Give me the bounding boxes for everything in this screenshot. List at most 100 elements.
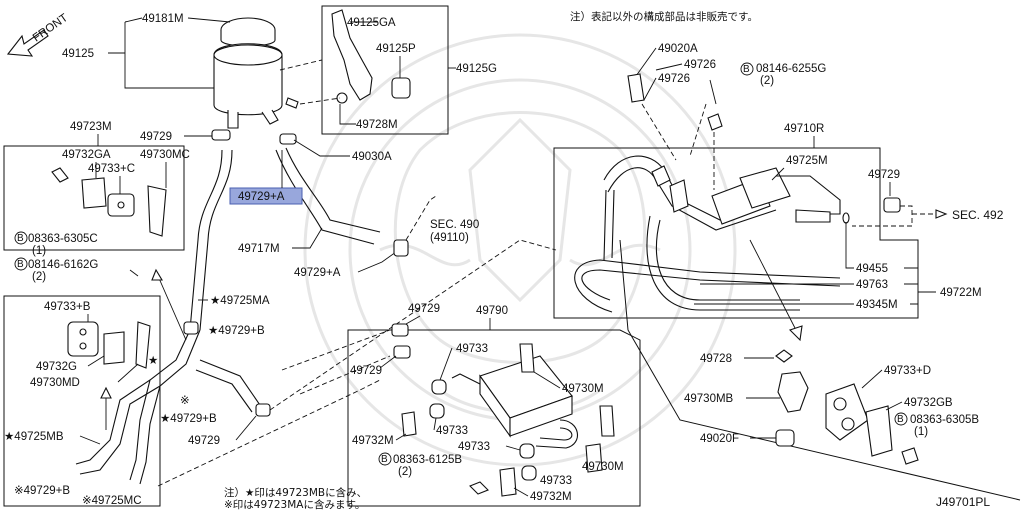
pipe-assembly-box xyxy=(553,147,919,319)
label-sec-490: SEC. 490 xyxy=(430,219,479,231)
label-49723M: 49723M xyxy=(70,121,112,133)
svg-text:B: B xyxy=(17,259,24,270)
bolt-icon xyxy=(285,97,299,109)
hose-clamp-icon xyxy=(211,129,231,141)
label-49125: 49125 xyxy=(62,48,94,60)
o-ring-icon xyxy=(842,212,850,224)
label-49020F: 49020F xyxy=(700,433,739,445)
label-sec-492: SEC. 492 xyxy=(952,208,1004,222)
label-49790: 49790 xyxy=(476,305,508,317)
svg-text:B: B xyxy=(381,454,388,465)
label-49730MC: 49730MC xyxy=(140,149,190,161)
oil-cooler-box xyxy=(347,329,641,507)
hose-clamp-icon xyxy=(279,133,297,145)
label-08363-6125B: 08363-6125B xyxy=(393,454,462,466)
return-hose xyxy=(189,149,223,331)
suction-hose xyxy=(285,147,381,233)
damper-bracket xyxy=(777,371,893,457)
grommet-icon xyxy=(519,443,535,459)
label-49729-right: 49729 xyxy=(868,169,900,181)
hose-clamp-icon xyxy=(255,403,271,417)
label-49732GB: 49732GB xyxy=(904,397,953,409)
label-49733-c1: 49733 xyxy=(456,343,488,355)
label-49733-c3: 49733 xyxy=(458,441,490,453)
svg-text:B: B xyxy=(897,414,904,425)
hose-clamp-icon xyxy=(393,239,409,257)
highlight-49729A[interactable] xyxy=(229,187,303,205)
svg-text:(1): (1) xyxy=(914,426,928,438)
label-49717M: 49717M xyxy=(238,243,280,255)
power-steering-pipes xyxy=(574,155,841,313)
label-49730MD: 49730MD xyxy=(30,377,80,389)
cooler-bracket xyxy=(401,411,417,437)
label-49730M-c2: 49730M xyxy=(582,461,624,473)
cooler-bracket xyxy=(519,343,535,373)
arrow-up-icon xyxy=(100,386,112,399)
hose-clamp-icon xyxy=(393,345,411,359)
mark-star: ★ xyxy=(148,355,158,367)
reservoir-tank xyxy=(213,17,283,129)
svg-text:B: B xyxy=(743,64,750,75)
svg-text:(49110): (49110) xyxy=(430,232,469,244)
label-49733C: 49733+C xyxy=(88,163,135,175)
svg-text:(1): (1) xyxy=(32,245,46,257)
label-08146-6255G: 08146-6255G xyxy=(756,63,826,75)
label-49725MC: ※49725MC xyxy=(82,495,142,507)
label-49725MA: ★49725MA xyxy=(210,295,270,307)
label-49725M: 49725M xyxy=(786,155,828,167)
label-08363-6305B: 08363-6305B xyxy=(910,414,979,426)
label-49732GA: 49732GA xyxy=(62,149,111,161)
grommet-icon xyxy=(521,465,537,481)
label-49733-c4: 49733 xyxy=(540,475,572,487)
label-49733D: 49733+D xyxy=(884,365,931,377)
label-49729B-bot: ※49729+B xyxy=(14,485,70,497)
bolt-icon xyxy=(707,113,723,131)
hose-bracket-lower xyxy=(67,321,151,369)
label-49729-c2: 49729 xyxy=(350,365,382,377)
label-49125P: 49125P xyxy=(376,43,416,55)
grommet-icon xyxy=(431,379,447,395)
note-non-sale: 注）表記以外の構成部品は非販売です。 xyxy=(570,10,758,23)
label-49733B: 49733+B xyxy=(44,301,91,313)
hose-bracket-small xyxy=(51,167,167,237)
label-49730MB: 49730MB xyxy=(684,393,734,405)
washer-icon xyxy=(775,349,793,363)
hose-clamp-icon xyxy=(183,321,199,335)
hose-clamp-icon xyxy=(883,197,901,213)
lower-bracket-box xyxy=(3,295,161,507)
label-49732M-c2: 49732M xyxy=(530,491,572,503)
pressure-hose-lower xyxy=(75,329,191,465)
label-49020A: 49020A xyxy=(658,43,698,55)
label-08146-6162G: 08146-6162G xyxy=(28,259,98,271)
cooler-bracket xyxy=(599,405,615,437)
label-49729-top: 49729 xyxy=(140,131,172,143)
label-49730M-c1: 49730M xyxy=(562,383,604,395)
cooler-bracket xyxy=(499,467,517,497)
bracket-kit-box xyxy=(3,145,185,251)
svg-text:(2): (2) xyxy=(32,271,46,283)
bolt-icon xyxy=(469,481,489,495)
grommet-icon xyxy=(429,403,445,419)
label-49729A-lower: 49729+A xyxy=(294,267,341,279)
label-49729B-mid: ★49729+B xyxy=(208,325,265,337)
label-49722M: 49722M xyxy=(940,287,982,299)
front-direction-arrow: FRONT xyxy=(6,12,70,57)
label-49710R: 49710R xyxy=(784,123,824,135)
label-49726-b: 49726 xyxy=(658,73,690,85)
drawing-code: J49701PL xyxy=(936,495,990,509)
label-49181M: 49181M xyxy=(142,13,184,25)
label-49728-right: 49728 xyxy=(700,353,732,365)
note-kome: ※印は49723MAに含みます。 xyxy=(224,498,365,511)
svg-text:(2): (2) xyxy=(760,75,774,87)
label-49733-c2: 49733 xyxy=(436,425,468,437)
bolt-icon xyxy=(901,447,919,465)
cooler-bracket xyxy=(585,443,603,473)
arrow-up-icon xyxy=(151,268,163,281)
label-49729A-highlight[interactable]: 49729+A xyxy=(238,191,285,203)
reservoir-bracket xyxy=(331,9,411,104)
label-08363-6305C: 08363-6305C xyxy=(28,233,98,245)
label-49729B-low: ★49729+B xyxy=(160,413,217,425)
arrow-down-icon xyxy=(788,325,803,342)
mark-kome: ※ xyxy=(180,395,190,407)
